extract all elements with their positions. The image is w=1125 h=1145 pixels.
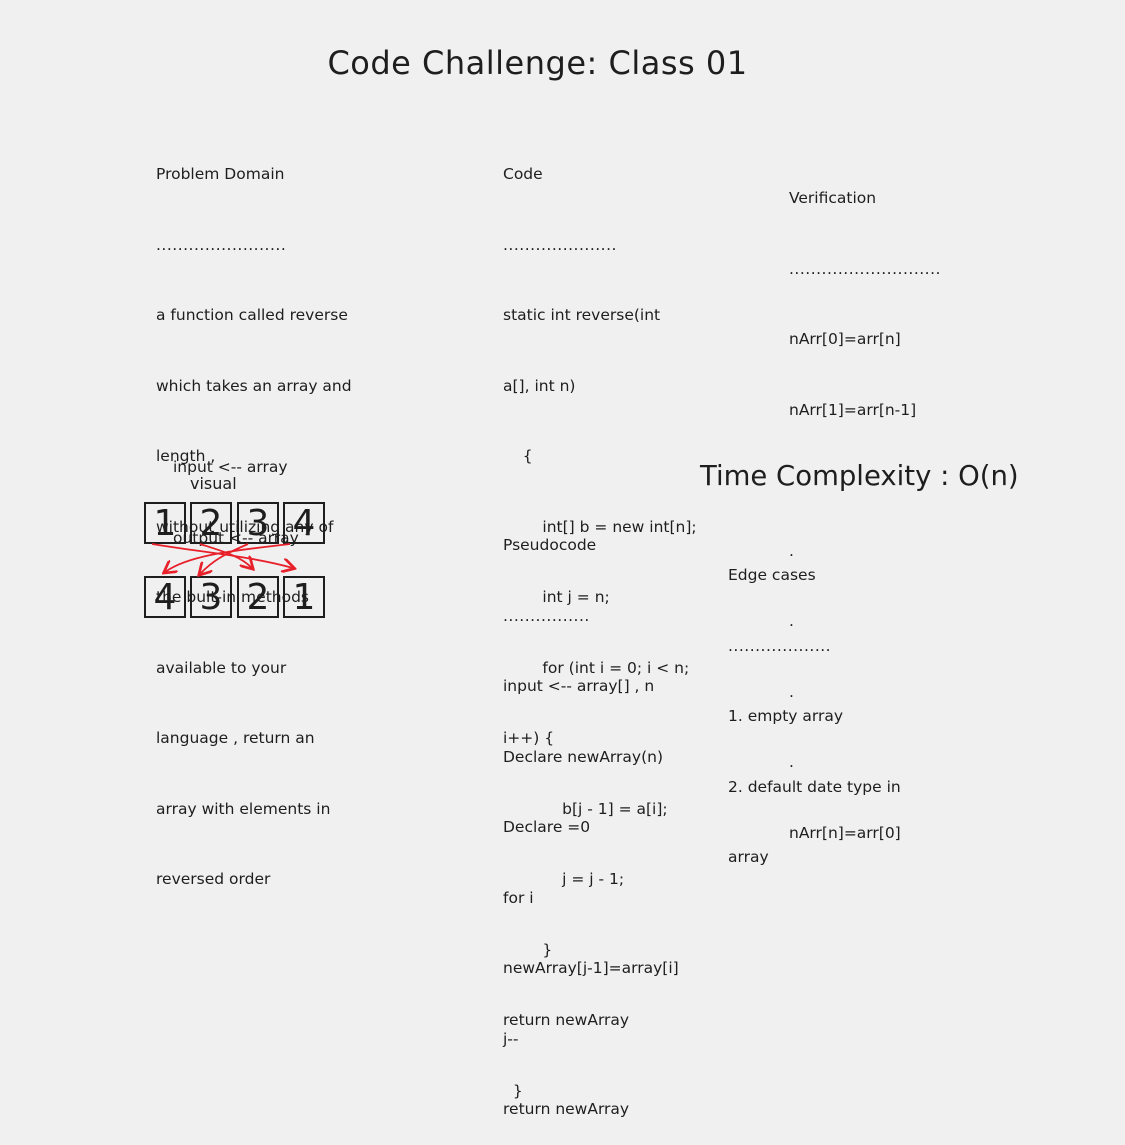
pseudocode-line: input <-- array[] , n (503, 677, 655, 695)
reverse-arrows (151, 543, 1125, 733)
time-complexity: Time Complexity : O(n) (700, 460, 1019, 492)
pseudocode-line: Declare newArray(n) (503, 747, 663, 766)
verification-divider: ............................ (789, 259, 941, 278)
problem-line: reversed order (156, 870, 271, 888)
verification-line: . (789, 471, 794, 489)
code-heading: Code (503, 165, 543, 183)
code-line: a[], int n) (503, 376, 576, 395)
visual-label: visual (190, 474, 237, 493)
bottom-array-cell: 2 (237, 576, 279, 618)
verification-line: nArr[1]=arr[n-1] (789, 400, 917, 419)
verification-heading: Verification (789, 189, 877, 207)
top-array-cell: 4 (283, 502, 325, 544)
page-title: Code Challenge: Class 01 (327, 44, 748, 82)
pseudocode-heading: Pseudocode (503, 536, 597, 554)
pseudocode-line: newArray[j-1]=array[i] (503, 959, 679, 977)
pseudocode-line: Declare =0 (503, 818, 591, 836)
edge-cases-divider: ................... (728, 636, 832, 655)
problem-domain-heading: Problem Domain (156, 165, 285, 183)
edge-cases-heading: Edge cases (728, 566, 816, 584)
arrow-4-to-first (165, 543, 291, 572)
edge-case-item: 1. empty array (728, 707, 844, 725)
arrow-2-to-third (199, 543, 252, 568)
code-divider: ..................... (503, 235, 617, 254)
bottom-array-cell: 1 (283, 576, 325, 618)
verification-line: . (789, 612, 794, 630)
verification-line: . (789, 682, 794, 701)
top-array-cell: 1 (144, 502, 186, 544)
problem-line: available to your (156, 658, 287, 677)
top-array-cell: 3 (237, 502, 279, 544)
verification-line: nArr[0]=arr[n] (789, 330, 901, 348)
bottom-array-cell: 4 (144, 576, 186, 618)
code-line: int[] b = new int[n]; (503, 517, 697, 536)
code-line: static int reverse(int (503, 306, 661, 324)
input-line: input <-- array (173, 458, 288, 476)
problem-line: the bult-in methods (156, 588, 309, 606)
pseudocode-line: j-- (503, 1029, 519, 1048)
problem-line: length , (156, 447, 216, 465)
problem-line: without utilizing any of (156, 517, 334, 536)
code-line: for (int i = 0; i < n; (503, 658, 690, 677)
pseudocode-line: for i (503, 888, 534, 907)
problem-line: which takes an array and (156, 376, 352, 395)
code-line: int j = n; (503, 588, 610, 606)
top-array-cell: 2 (190, 502, 232, 544)
edge-case-item: 2. default date type in (728, 777, 901, 796)
problem-domain-divider: ........................ (156, 235, 287, 254)
arrow-3-to-second (200, 543, 249, 574)
edge-case-item: array (728, 848, 769, 866)
code-line: { (503, 447, 533, 465)
pseudocode-divider: ................ (503, 606, 590, 625)
problem-line: a function called reverse (156, 306, 348, 324)
verification-line: . (789, 541, 794, 560)
pseudocode-line: return newArray (503, 1100, 630, 1118)
problem-line: array with elements in (156, 799, 331, 818)
